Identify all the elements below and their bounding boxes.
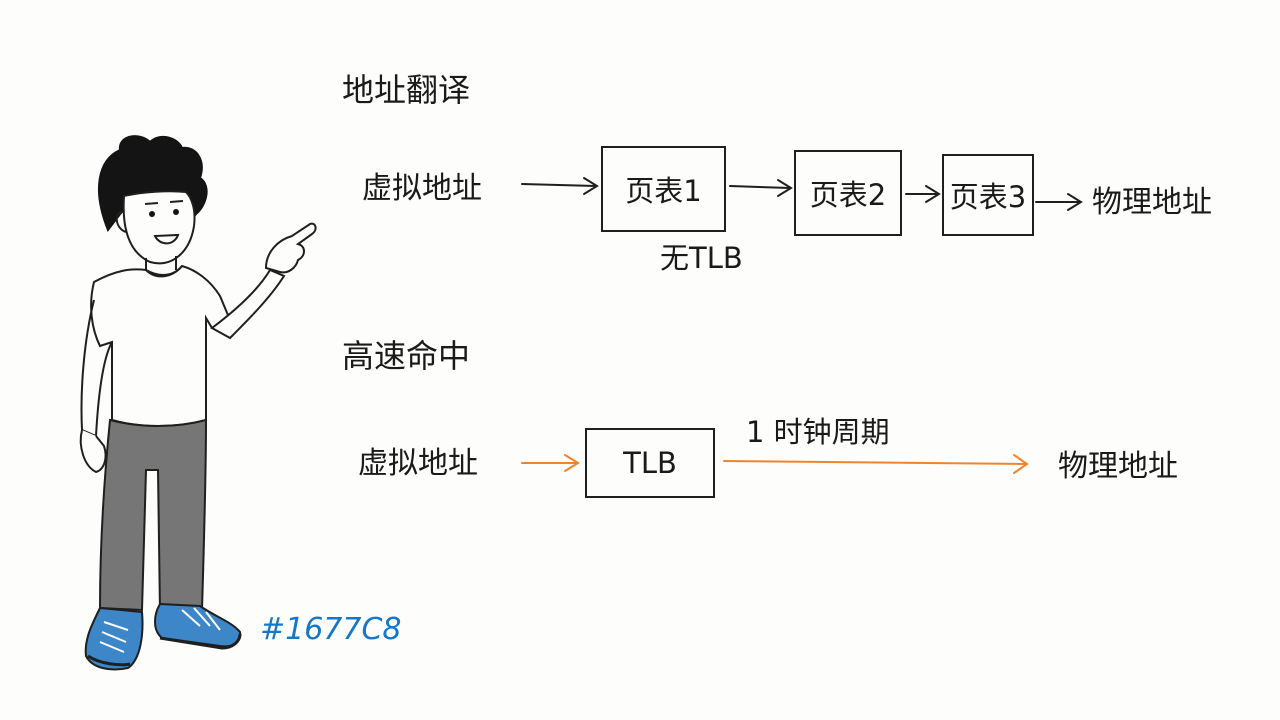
page-table-1-label: 页表1 xyxy=(625,174,702,208)
section-title-fast-hit: 高速命中 xyxy=(342,337,471,375)
page-table-2-label: 页表2 xyxy=(809,178,887,212)
page-table-1-box: 页表1 xyxy=(601,146,726,232)
virtual-address-label-1: 虚拟地址 xyxy=(362,171,482,206)
arrow-pt3-to-physical xyxy=(1035,193,1083,211)
physical-address-label-2: 物理地址 xyxy=(1058,449,1178,484)
page-table-3-box: 页表3 xyxy=(942,154,1034,236)
tlb-label: TLB xyxy=(623,446,677,480)
section-title-address-translation: 地址翻译 xyxy=(342,71,471,109)
one-clock-cycle-note: 1 时钟周期 xyxy=(746,415,890,449)
arrow-virtual-to-pt1 xyxy=(521,177,599,195)
tlb-box: TLB xyxy=(585,428,715,498)
arrow-virtual-to-tlb xyxy=(521,454,580,472)
virtual-address-label-2: 虚拟地址 xyxy=(358,446,478,481)
arrow-pt1-to-pt2 xyxy=(729,179,793,197)
page-table-3-label: 页表3 xyxy=(949,180,1027,214)
physical-address-label-1: 物理地址 xyxy=(1092,185,1212,220)
arrow-pt2-to-pt3 xyxy=(905,185,941,203)
no-tlb-note: 无TLB xyxy=(660,241,743,275)
page-table-2-box: 页表2 xyxy=(794,150,902,236)
hex-color-label: #1677C8 xyxy=(260,612,402,647)
arrow-tlb-to-physical xyxy=(723,454,1029,474)
